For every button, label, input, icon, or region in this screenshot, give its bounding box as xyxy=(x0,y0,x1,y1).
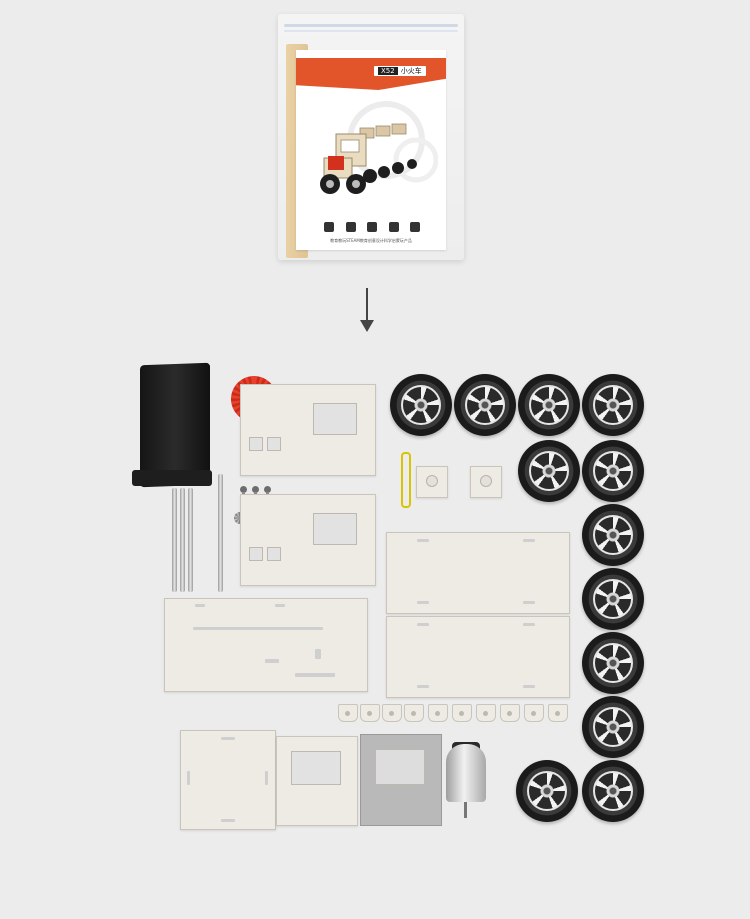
cab-front-panel xyxy=(276,736,358,826)
wheel-icon xyxy=(582,440,644,502)
arrow-head-icon xyxy=(360,320,374,332)
wheel-icon xyxy=(454,374,516,436)
battery-box-tab xyxy=(132,470,212,486)
wheel-icon xyxy=(518,374,580,436)
base-plate xyxy=(164,598,368,692)
rubber-band xyxy=(401,452,411,508)
wood-clip xyxy=(476,704,496,722)
roof-plate xyxy=(386,532,570,614)
arrow-down-icon xyxy=(366,288,368,322)
feature-icons xyxy=(324,222,420,234)
zip-seal-lower xyxy=(284,30,458,32)
screw xyxy=(264,486,271,500)
feature-icon xyxy=(410,222,420,232)
motor-icon xyxy=(446,744,486,802)
feature-icon xyxy=(345,222,356,232)
wheel-icon xyxy=(582,568,644,630)
feature-icon xyxy=(388,222,399,232)
wood-clip xyxy=(452,704,472,722)
model-code: X52 xyxy=(378,67,398,75)
feature-icon xyxy=(324,222,334,232)
wood-clip xyxy=(524,704,544,722)
wood-clip xyxy=(360,704,380,722)
cab-side-panel xyxy=(240,384,376,476)
package-footer-text: 教育教玩STEAM教育创意设计科学启蒙玩产品 xyxy=(330,238,412,243)
roof-plate xyxy=(386,616,570,698)
axle-rod xyxy=(180,488,185,592)
screw xyxy=(252,486,259,500)
wood-clip xyxy=(548,704,568,722)
product-name: 小火车 xyxy=(400,67,422,75)
wheel-icon xyxy=(582,696,644,758)
wheel-icon xyxy=(582,504,644,566)
wheel-icon xyxy=(390,374,452,436)
cab-side-panel xyxy=(240,494,376,586)
wheel-icon xyxy=(582,632,644,694)
wheel-icon xyxy=(582,374,644,436)
wheel-icon xyxy=(582,760,644,822)
motor-bracket xyxy=(416,466,448,498)
wheel-icon xyxy=(516,760,578,822)
wood-clip xyxy=(500,704,520,722)
screw xyxy=(240,486,247,500)
cab-front-panel-grey xyxy=(360,734,442,826)
axle-rod xyxy=(218,474,223,592)
wood-clip xyxy=(382,704,402,722)
motor-shaft xyxy=(464,802,467,818)
wood-clip xyxy=(428,704,448,722)
feature-icon xyxy=(367,222,377,232)
train-illustration xyxy=(320,101,438,194)
axle-rod xyxy=(172,488,177,592)
zip-seal xyxy=(284,24,458,27)
wood-clip xyxy=(404,704,424,722)
wood-clip xyxy=(338,704,358,722)
battery-box-icon xyxy=(140,362,210,488)
wheel-icon xyxy=(518,440,580,502)
motor-bracket xyxy=(470,466,502,498)
square-panel xyxy=(180,730,276,830)
axle-rod xyxy=(188,488,193,592)
